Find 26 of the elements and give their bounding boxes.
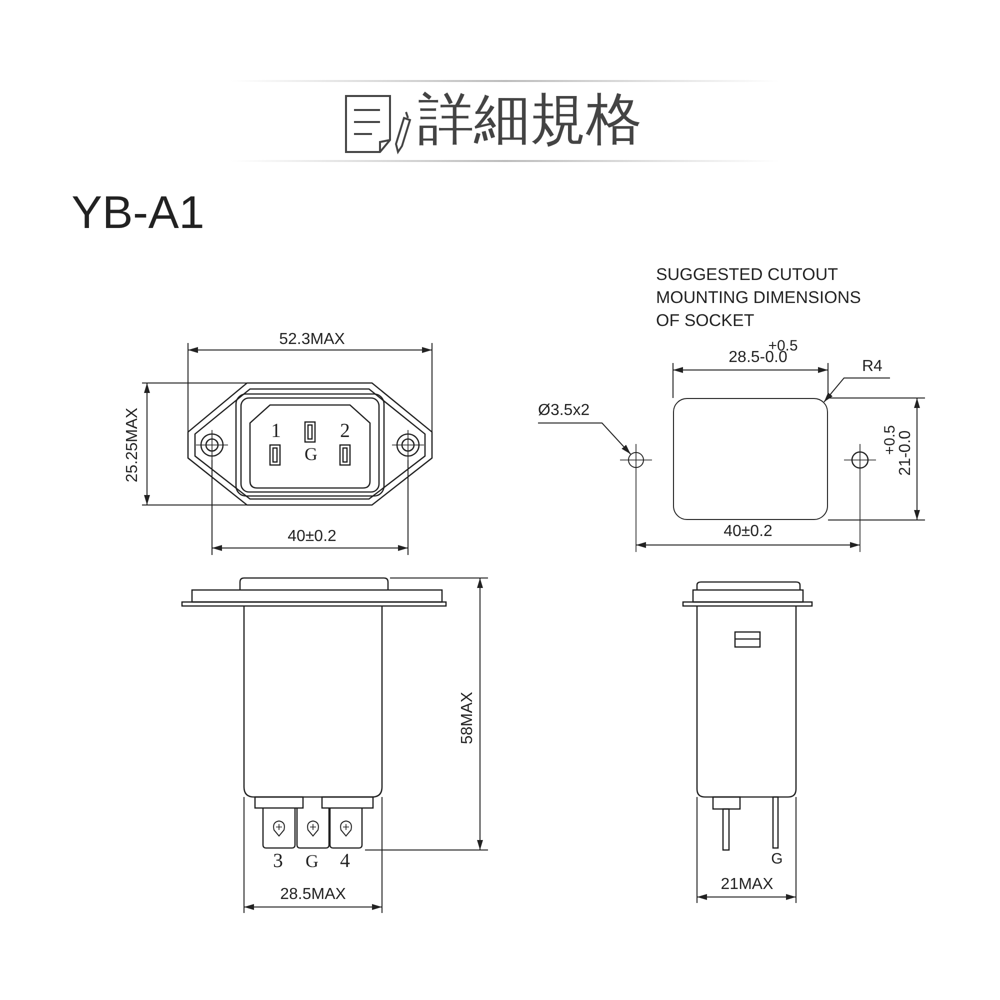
cutout-outline (673, 398, 828, 520)
page-title: 詳細規格 (418, 92, 642, 148)
dimension-label: +0.5 (882, 425, 898, 455)
dimension-label: R4 (862, 357, 890, 377)
note-text: SUGGESTED CUTOUT MOUNTING DIMENSIONS OF SOCKET (656, 264, 862, 332)
dimension-label: 52.3MAX (279, 332, 345, 348)
dimension-label: 58MAX (460, 692, 476, 744)
dimension-label: 25.25MAX (125, 408, 141, 482)
pin-label: 2 (340, 421, 350, 441)
pin-label: 4 (340, 851, 350, 871)
pin-label: 1 (271, 421, 281, 441)
dimension-label: 40±0.2 (288, 529, 336, 545)
leader-line (538, 422, 632, 455)
pin-label: G (306, 852, 318, 870)
dimension-label: 28.5-0.0 (728, 350, 788, 366)
dimension-label: 21-0.0 (898, 430, 914, 476)
dimension-label: Ø3.5x2 (538, 400, 600, 422)
leader-line (824, 378, 890, 402)
mounting-hole (628, 452, 644, 468)
pin-label: G (771, 852, 783, 866)
model-number: YB-A1 (72, 189, 204, 235)
dimension-label: 28.5MAX (280, 887, 346, 903)
dimension-label: 40±0.2 (724, 524, 772, 540)
pin-label: 3 (273, 851, 283, 871)
pin-label: G (304, 445, 318, 463)
dimension-label: 21MAX (720, 877, 774, 893)
